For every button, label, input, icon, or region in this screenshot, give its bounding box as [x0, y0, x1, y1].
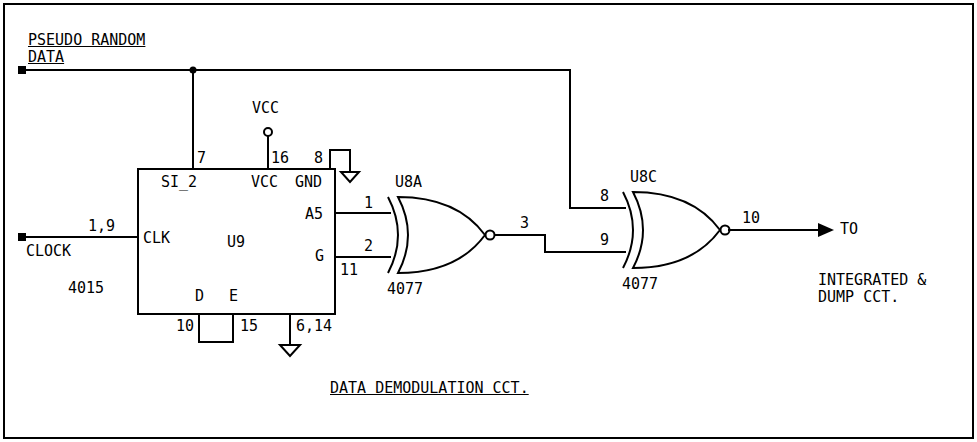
frame — [4, 4, 973, 438]
wire — [336, 212, 391, 214]
ic-chip: SI_2 VCC GND CLK U9D E A5G — [137, 168, 336, 315]
de-loop — [199, 315, 233, 342]
ground-symbol — [280, 345, 300, 356]
arrow-head — [818, 223, 834, 237]
pin-number: 1 — [364, 195, 373, 212]
output-wire — [728, 229, 820, 231]
xnor-gate: U8A4077 — [385, 195, 497, 275]
part-number: 4077 — [387, 281, 423, 298]
supply-name: VCC — [252, 100, 279, 117]
xnor-symbol — [620, 190, 732, 270]
part-number: 4077 — [622, 276, 658, 293]
part-ref: U8C — [630, 169, 657, 186]
pin-name: E — [229, 288, 238, 305]
xnor-gate: U8C4077 — [620, 190, 732, 270]
circuit-caption: DATA DEMODULATION CCT. — [330, 380, 529, 397]
wire — [336, 256, 391, 258]
pin-number: 11 — [340, 262, 358, 279]
signal-name: TO — [840, 221, 858, 238]
pin-number: 3 — [520, 215, 529, 232]
pin-name: SI_2 — [161, 174, 197, 191]
pin-name: GND — [295, 174, 322, 191]
vcc-terminal — [264, 128, 272, 136]
pin-number: 9 — [600, 232, 609, 249]
xnor-symbol — [385, 195, 497, 275]
pin-name: D — [195, 288, 204, 305]
si-wire — [192, 70, 194, 168]
signal-name: PSEUDO RANDOM DATA — [28, 32, 158, 66]
pin-number: 10 — [176, 318, 194, 335]
junction-dot — [190, 67, 197, 74]
pin-number: 2 — [364, 238, 373, 255]
pin-number: 7 — [197, 150, 206, 167]
pin-name: G — [315, 248, 324, 265]
pin-number: 8 — [314, 150, 323, 167]
pin-number: 1,9 — [88, 218, 115, 235]
signal-name: CLOCK — [26, 243, 71, 260]
signal-name: INTEGRATED & DUMP CCT. — [818, 272, 943, 306]
pin-number: 15 — [240, 318, 258, 335]
data-wire — [22, 70, 626, 208]
pin-number: 6,14 — [296, 318, 332, 335]
ground-symbol — [341, 172, 359, 182]
gnd-wire — [289, 315, 291, 345]
part-ref: U8A — [395, 174, 422, 191]
pin-name: A5 — [305, 206, 323, 223]
part-ref: U9 — [227, 234, 245, 251]
pin-number: 8 — [600, 188, 609, 205]
clock-wire — [22, 236, 137, 238]
vcc-wire — [267, 136, 269, 168]
pin-number: 10 — [742, 210, 760, 227]
part-number: 4015 — [68, 280, 104, 297]
pin-number: 16 — [271, 150, 289, 167]
input-terminal — [18, 66, 26, 74]
input-terminal — [18, 233, 26, 241]
pin-name: VCC — [251, 174, 278, 191]
pin-name: CLK — [143, 230, 170, 247]
